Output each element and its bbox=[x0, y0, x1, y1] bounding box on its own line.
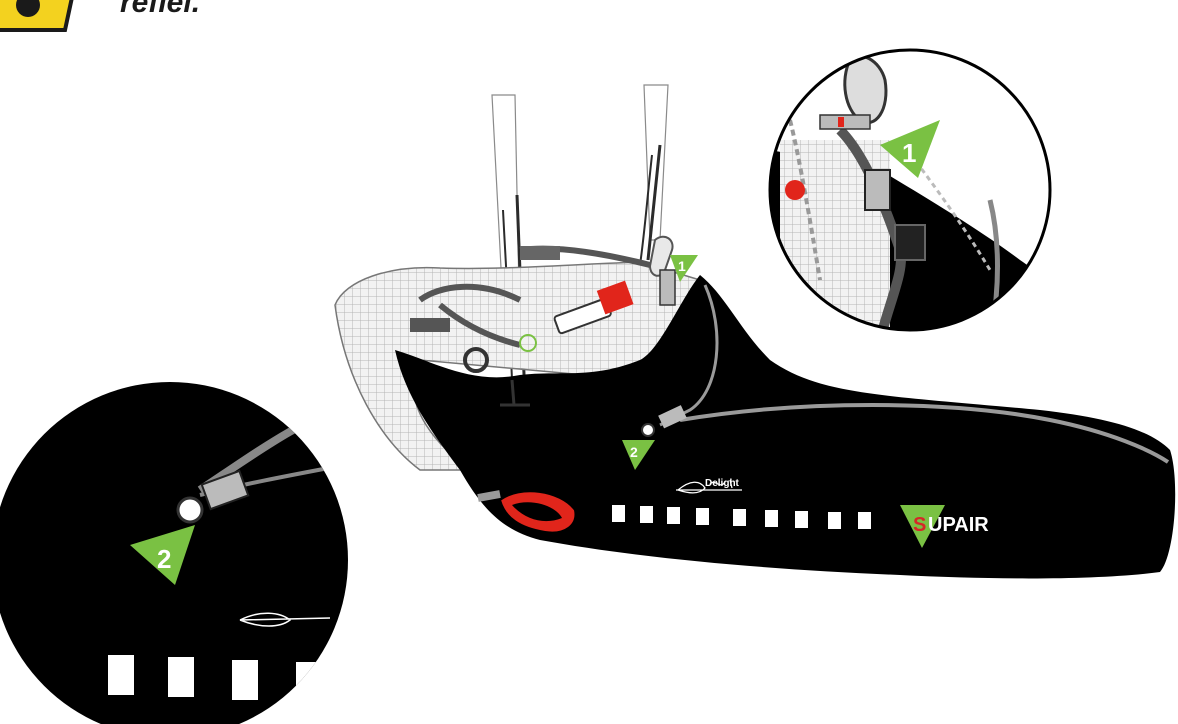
white-square bbox=[168, 657, 194, 697]
model-signature-text: Delight bbox=[705, 478, 740, 489]
buckle bbox=[865, 170, 890, 210]
buckle bbox=[520, 246, 560, 260]
callout-number-1-zoom: 1 bbox=[902, 138, 916, 168]
callout-number-2: 2 bbox=[630, 444, 638, 460]
buckle bbox=[410, 318, 450, 332]
buckle bbox=[895, 225, 925, 260]
zoom-detail-2: 2 bbox=[0, 382, 370, 724]
zoom-detail-1: 1 bbox=[770, 50, 1060, 340]
callout-number-2-zoom: 2 bbox=[157, 544, 171, 574]
strap bbox=[478, 494, 500, 498]
ring bbox=[178, 498, 202, 522]
white-square bbox=[108, 655, 134, 695]
buckle bbox=[660, 270, 675, 305]
ring bbox=[642, 424, 654, 436]
brand-initial: S bbox=[913, 514, 926, 536]
white-square bbox=[296, 662, 322, 702]
callout-number-1: 1 bbox=[678, 258, 686, 274]
brand-name: UPAIR bbox=[928, 514, 989, 536]
carabiner bbox=[845, 56, 886, 123]
white-square bbox=[232, 660, 258, 700]
harness-main: Delight S UPAIR 1 2 bbox=[335, 85, 1175, 578]
